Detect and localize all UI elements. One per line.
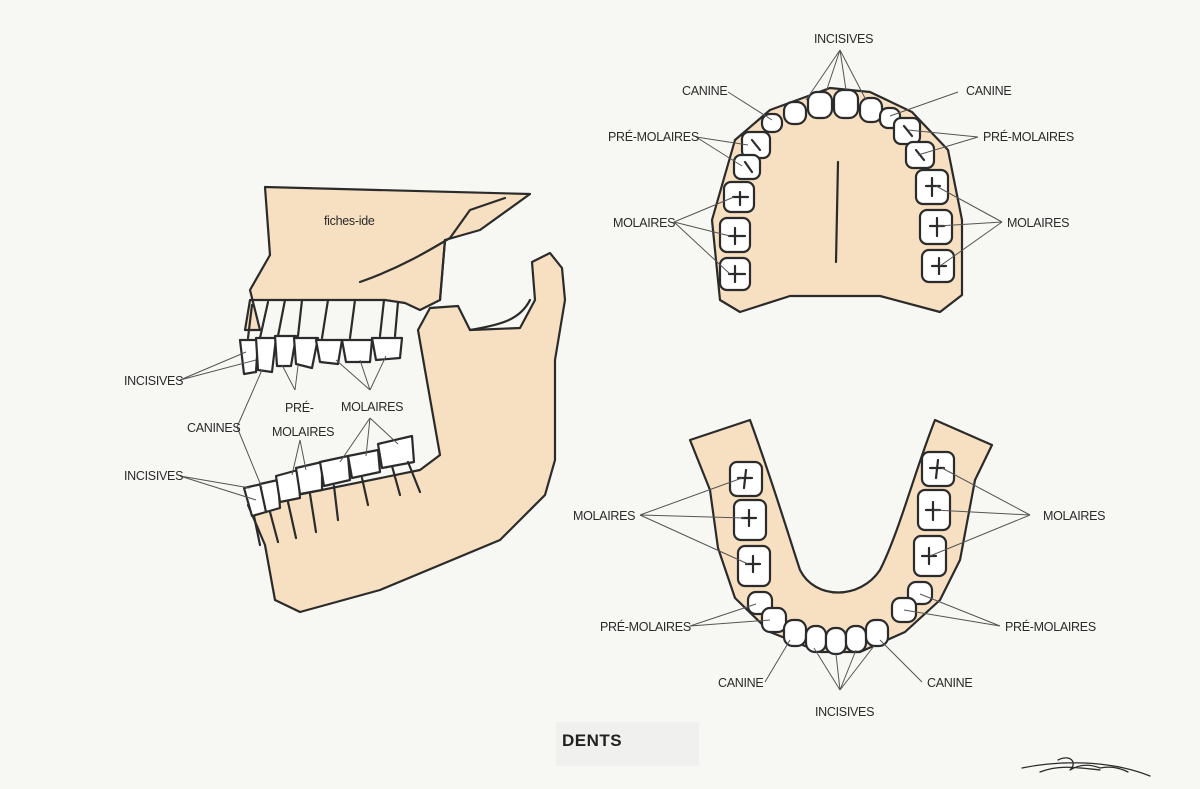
label-lower-canine-left: CANINE [718,676,763,690]
label-side-incisives-top: INCISIVES [124,374,183,388]
title-box [556,722,699,766]
upper-front-teeth [760,88,902,134]
upper-arch [673,49,1003,314]
label-lower-incisives: INCISIVES [815,705,874,719]
label-upper-molaires-left: MOLAIRES [613,216,675,230]
lower-arch [639,418,1031,691]
signature-drawing [1021,757,1151,777]
label-side-pre: PRÉ- [285,400,314,415]
side-view [179,185,567,614]
coronoid-contour [468,298,532,332]
label-upper-incisives: INCISIVES [814,32,873,46]
label-upper-canine-right: CANINE [966,84,1011,98]
label-lower-molaires-left: MOLAIRES [573,509,635,523]
label-lower-premolaires-left: PRÉ-MOLAIRES [600,619,691,634]
maxilla-bone [243,185,532,332]
label-lower-canine-right: CANINE [927,676,972,690]
mandible-bone [246,251,567,614]
label-upper-premolaires-right: PRÉ-MOLAIRES [983,129,1074,144]
label-upper-molaires-right: MOLAIRES [1007,216,1069,230]
watermark-text: fiches-ide [324,214,375,228]
label-side-molaires: MOLAIRES [341,400,403,414]
lower-front-teeth [782,618,890,656]
label-side-incisives-bottom: INCISIVES [124,469,183,483]
upper-teeth-side [238,298,404,376]
label-upper-premolaires-left: PRÉ-MOLAIRES [608,129,699,144]
label-side-canines: CANINES [187,421,240,435]
label-upper-canine-left: CANINE [682,84,727,98]
lower-left-back-teeth [728,460,788,634]
upper-left-back-teeth [718,130,772,292]
label-side-pre-molaires: MOLAIRES [272,425,334,439]
label-lower-molaires-right: MOLAIRES [1043,509,1105,523]
upper-right-back-teeth [892,116,956,284]
maxilla-contour [358,196,507,284]
label-lower-premolaires-right: PRÉ-MOLAIRES [1005,619,1096,634]
diagram-title: DENTS [562,731,623,750]
